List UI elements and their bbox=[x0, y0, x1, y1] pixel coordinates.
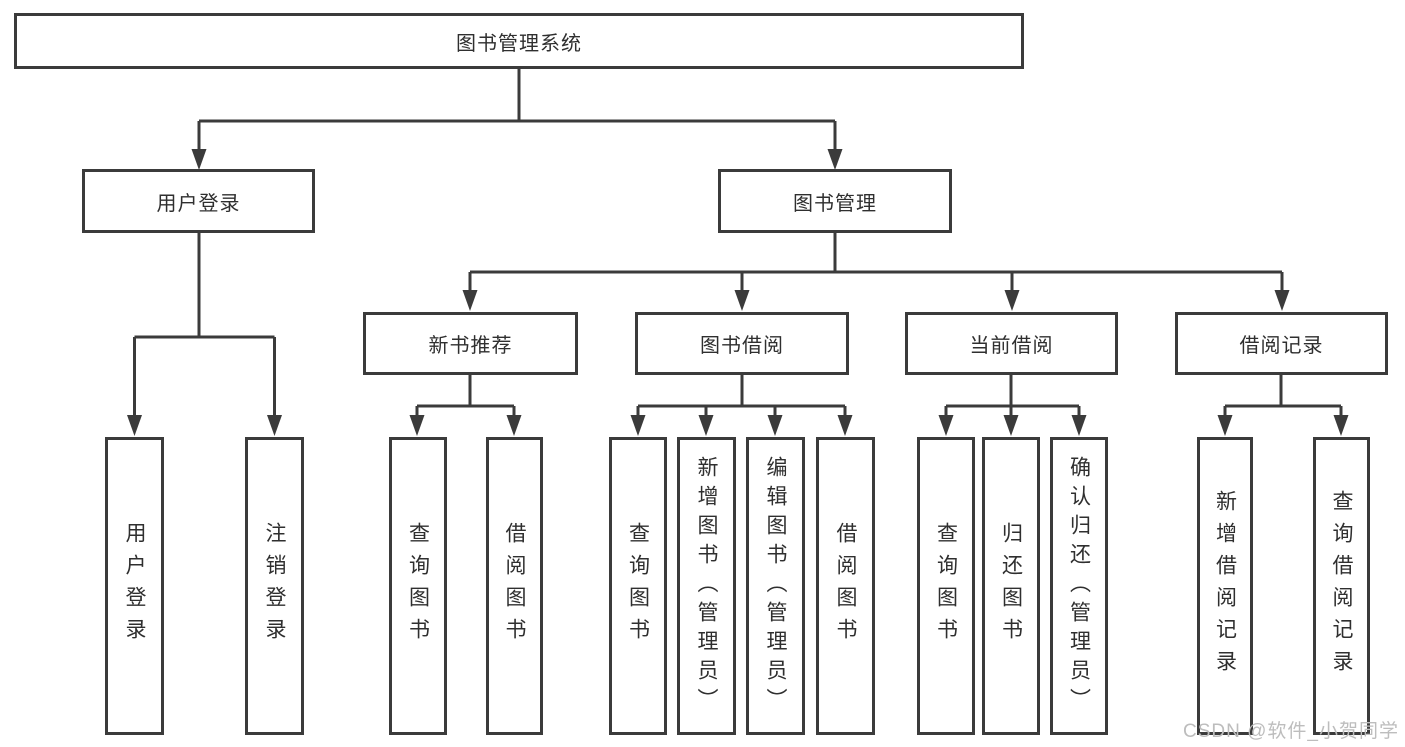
arrowheads-level2 bbox=[191, 149, 843, 170]
arrowheads-new-book-recommend-children bbox=[409, 415, 522, 436]
arrowheads-current-borrow-children bbox=[938, 415, 1087, 436]
leaf-br-query-borrow-record: 查询借阅记录 bbox=[1313, 437, 1370, 735]
leaf-cb-query-books: 查询图书 bbox=[917, 437, 975, 735]
leaf-logout-login: 注销登录 bbox=[245, 437, 304, 735]
leaf-cb-confirm-return-admin: 确认归还（管理员） bbox=[1050, 437, 1108, 735]
leaf-nb-borrow-books: 借阅图书 bbox=[486, 437, 543, 735]
node-borrow-records: 借阅记录 bbox=[1175, 312, 1388, 375]
node-new-book-recommend: 新书推荐 bbox=[363, 312, 578, 375]
node-current-borrow: 当前借阅 bbox=[905, 312, 1118, 375]
leaf-bb-query-books: 查询图书 bbox=[609, 437, 667, 735]
node-root: 图书管理系统 bbox=[14, 13, 1024, 69]
leaf-cb-return-books: 归还图书 bbox=[982, 437, 1040, 735]
leaf-bb-borrow-books: 借阅图书 bbox=[816, 437, 875, 735]
arrowheads-level3 bbox=[462, 290, 1290, 311]
leaf-bb-edit-books-admin: 编辑图书（管理员） bbox=[746, 437, 805, 735]
edge-book-borrow-children bbox=[636, 375, 847, 424]
node-book-borrow: 图书借阅 bbox=[635, 312, 849, 375]
edge-user-login-children bbox=[133, 233, 276, 424]
leaf-nb-query-books: 查询图书 bbox=[389, 437, 447, 735]
arrowheads-borrow-records-children bbox=[1217, 415, 1349, 436]
edge-borrow-records-children bbox=[1223, 375, 1343, 424]
edge-book-management-children bbox=[468, 233, 1284, 299]
edge-root-to-level2 bbox=[197, 69, 837, 158]
edge-new-book-recommend-children bbox=[415, 375, 516, 424]
node-user-login: 用户登录 bbox=[82, 169, 315, 233]
arrowheads-book-borrow-children bbox=[630, 415, 853, 436]
watermark: CSDN @软件_小贺同学 bbox=[1183, 721, 1399, 742]
leaf-br-add-borrow-record: 新增借阅记录 bbox=[1197, 437, 1253, 735]
leaf-bb-add-books-admin: 新增图书（管理员） bbox=[677, 437, 736, 735]
leaf-user-login: 用户登录 bbox=[105, 437, 164, 735]
arrowheads-user-login-children bbox=[127, 415, 282, 436]
node-book-management: 图书管理 bbox=[718, 169, 952, 233]
